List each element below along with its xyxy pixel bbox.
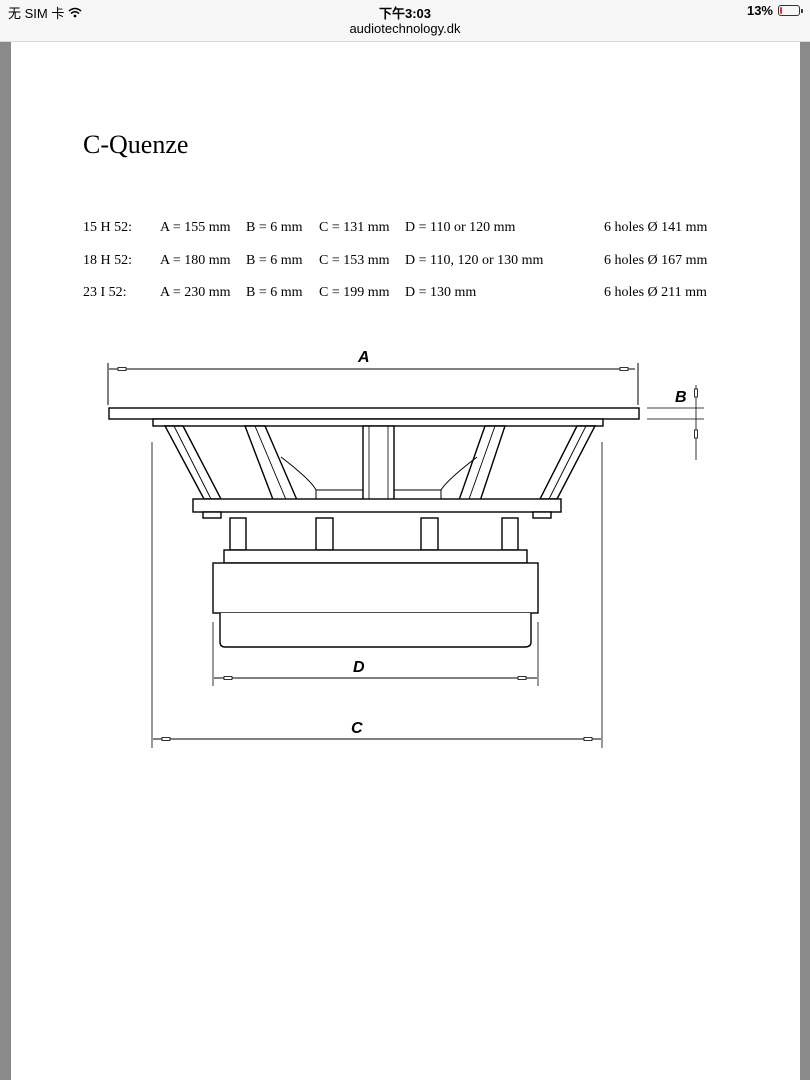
spec-holes: 6 holes Ø 167 mm [604,252,708,268]
dim-label-b: B [675,389,687,406]
spec-b: B = 6 mm [246,220,303,235]
status-left: 无 SIM 卡 [8,3,82,22]
battery-fill [780,7,782,14]
spec-a: A = 155 mm [160,220,231,235]
wifi-icon [68,7,82,18]
dim-label-d: D [353,659,365,676]
spec-b: B = 6 mm [246,285,303,300]
page-viewport[interactable]: C-Quenze 15 H 52: A = 155 mm B = 6 mm C … [0,42,810,1080]
speaker-magnet [212,562,539,614]
spec-a: A = 230 mm [160,285,231,300]
carrier-label: 无 SIM 卡 [8,6,65,21]
spec-d: D = 130 mm [405,285,477,300]
spec-d: D = 110 or 120 mm [405,220,516,235]
spec-model: 18 H 52: [83,252,132,268]
spec-model: 23 I 52: [83,285,127,300]
status-right: 13% [746,3,803,18]
dim-label-c: C [351,720,363,737]
spec-a: A = 180 mm [160,252,231,268]
document-page: C-Quenze 15 H 52: A = 155 mm B = 6 mm C … [11,42,800,1080]
speaker-drawing: A B D C [107,349,704,748]
spec-c: C = 153 mm [319,252,390,268]
spec-c: C = 199 mm [319,285,390,300]
status-bar: 无 SIM 卡 下午3:03 13% [0,0,810,22]
address-bar[interactable]: audiotechnology.dk [0,20,810,42]
spec-c: C = 131 mm [319,220,390,235]
url-domain[interactable]: audiotechnology.dk [349,21,461,36]
dim-label-a: A [357,349,370,366]
spec-holes: 6 holes Ø 211 mm [604,285,707,300]
document-title: C-Quenze [83,130,189,159]
spec-d: D = 110, 120 or 130 mm [405,252,544,268]
battery-percent: 13% [746,3,773,18]
spec-model: 15 H 52: [83,220,132,235]
status-time: 下午3:03 [378,6,432,21]
spec-holes: 6 holes Ø 141 mm [604,220,708,235]
spec-b: B = 6 mm [246,252,303,268]
battery-icon [778,5,803,16]
speaker-frame [108,407,640,420]
